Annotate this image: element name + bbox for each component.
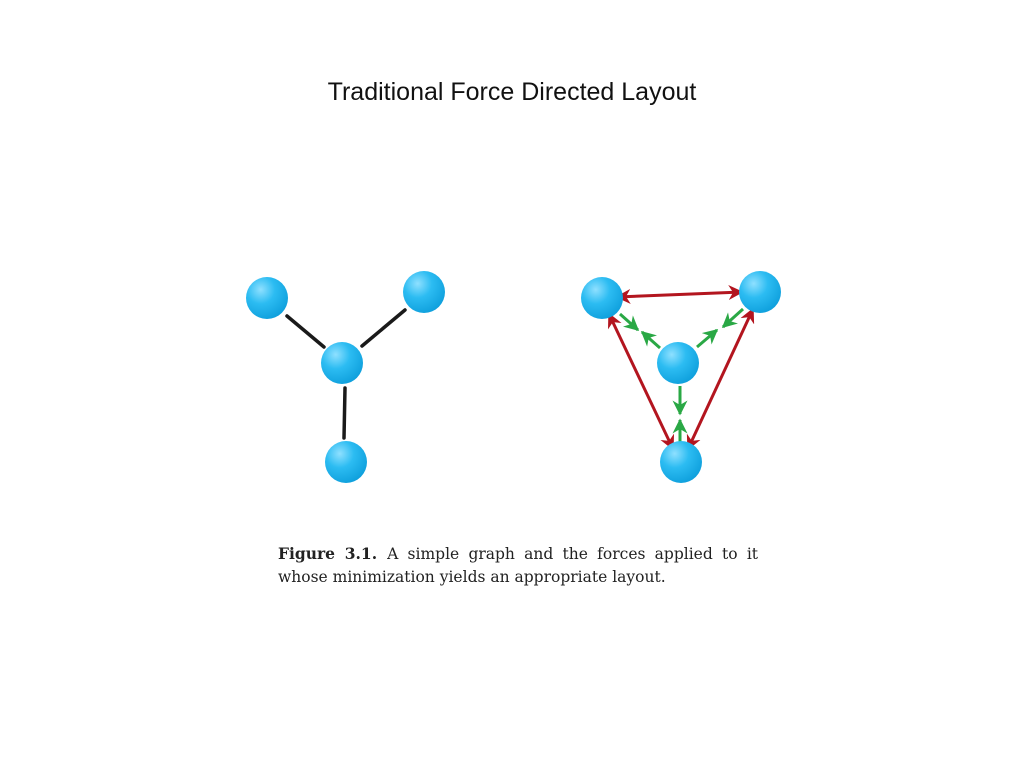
graph-node (660, 441, 702, 483)
figure-caption: Figure 3.1.A simple graph and the forces… (278, 542, 758, 589)
force-graph (581, 271, 781, 483)
graph-edge (360, 308, 407, 348)
graph-node (403, 271, 445, 313)
attraction-force-arrow (696, 328, 719, 349)
graph-node (246, 277, 288, 319)
attraction-force-arrow (619, 312, 640, 332)
attraction-force-arrow (640, 330, 661, 350)
repulsion-force-arrow (615, 285, 744, 304)
attraction-force-arrow (721, 307, 745, 329)
graph-node (325, 441, 367, 483)
graph-node (321, 342, 363, 384)
repulsion-force-arrow (686, 307, 755, 451)
graph-edge (342, 386, 347, 440)
repulsion-force-arrow (607, 312, 675, 451)
graph-edge (285, 314, 326, 349)
graph-node (739, 271, 781, 313)
slide-title: Traditional Force Directed Layout (327, 78, 697, 106)
figure-label: Figure 3.1. (278, 544, 378, 563)
graph-node (657, 342, 699, 384)
figure-caption-text: A simple graph and the forces applied to… (278, 545, 759, 586)
simple-graph (246, 271, 445, 483)
graph-node (581, 277, 623, 319)
